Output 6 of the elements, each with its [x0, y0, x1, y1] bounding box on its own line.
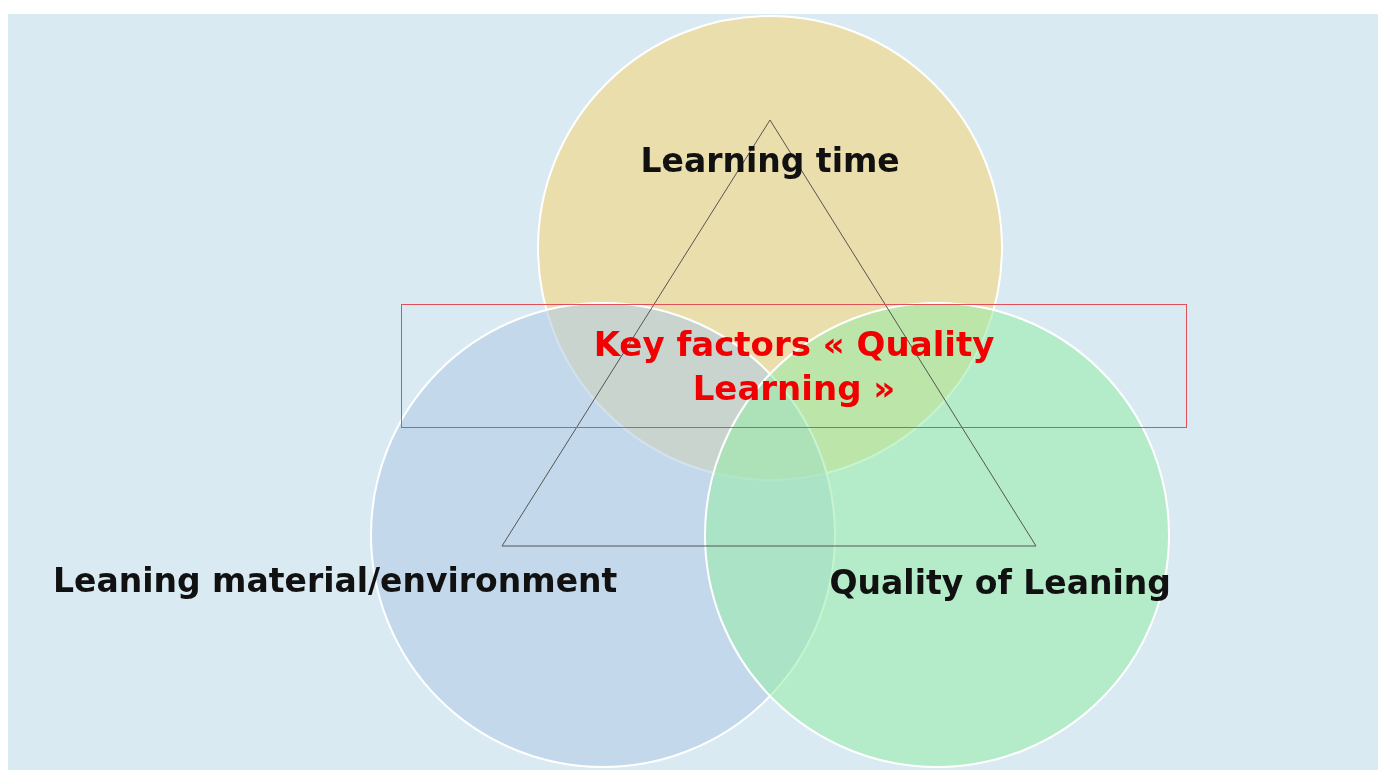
circle-label: Leaning material/environment [53, 560, 618, 600]
highlight-box [401, 304, 1187, 428]
venn-circle [537, 15, 1003, 481]
heading-text: Key factors « Quality Learning » [592, 322, 996, 410]
circle-label: Learning time [640, 140, 900, 180]
circle-label: Quality of Leaning [829, 562, 1171, 602]
